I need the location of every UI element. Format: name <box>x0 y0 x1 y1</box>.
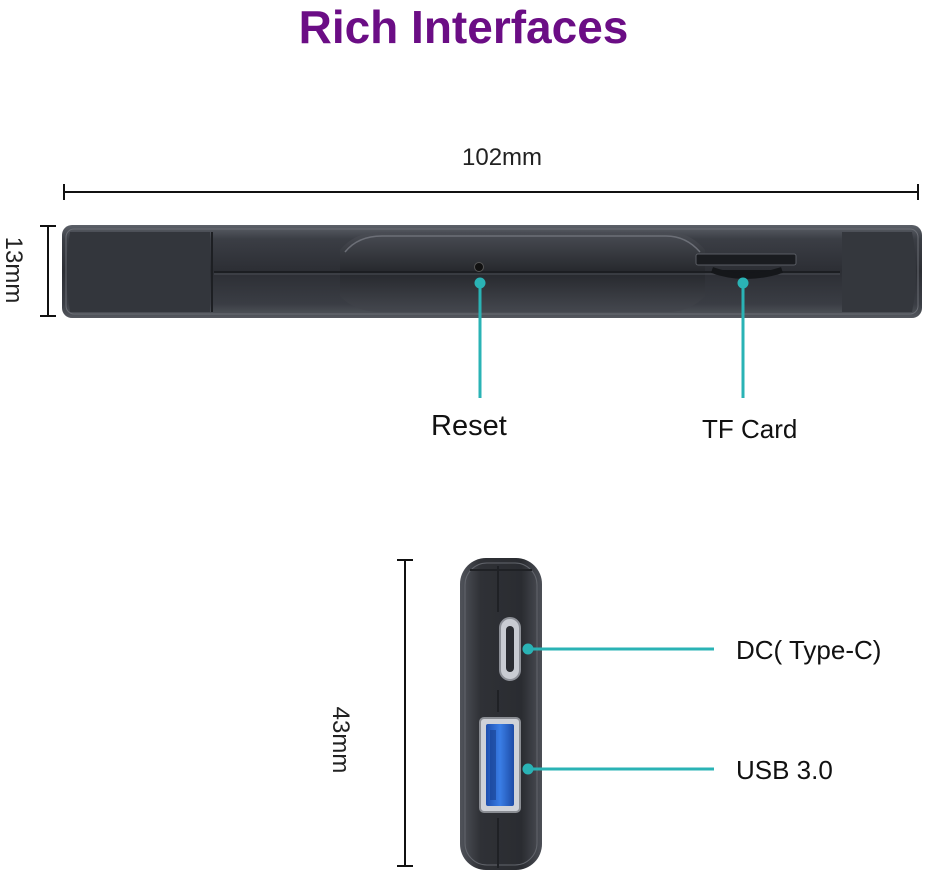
width-label: 43mm <box>327 706 354 774</box>
tf-card-label: TF Card <box>702 414 798 444</box>
thickness-dimension-line <box>40 225 56 317</box>
dc-type-c-label: DC( Type-C) <box>736 635 882 665</box>
device-side-view <box>62 225 922 318</box>
usb-callout <box>522 763 714 775</box>
reset-callout <box>474 277 486 398</box>
page-title: Rich Interfaces <box>298 1 629 53</box>
dc-callout <box>522 643 714 655</box>
width-dimension-line <box>397 559 413 867</box>
tf-card-callout <box>737 277 749 398</box>
length-dimension-line <box>63 184 919 200</box>
reset-label: Reset <box>431 410 507 442</box>
length-label: 102mm <box>462 144 543 171</box>
device-end-view <box>460 558 542 870</box>
thickness-label: 13mm <box>0 236 27 304</box>
usb-3-label: USB 3.0 <box>736 755 833 785</box>
